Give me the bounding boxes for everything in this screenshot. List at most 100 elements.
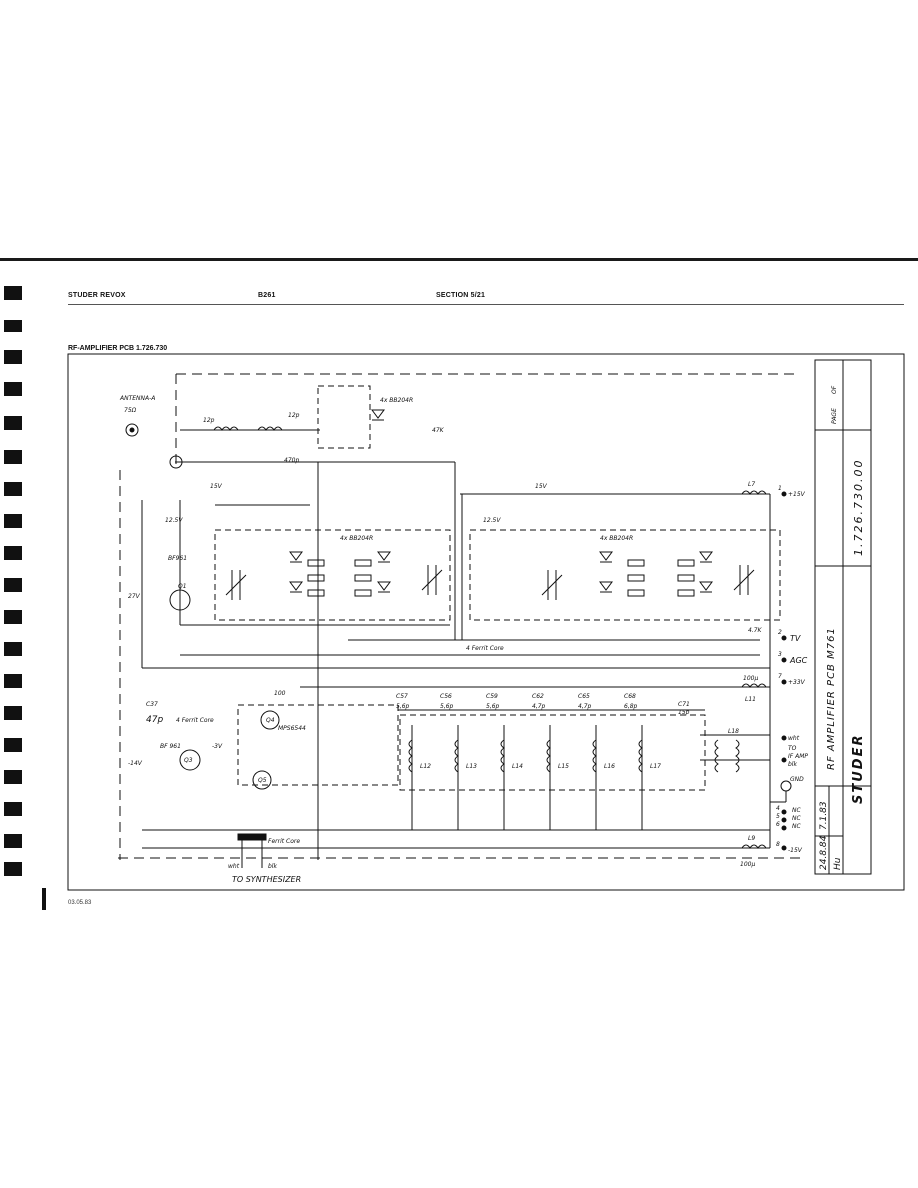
connector-7: 7 — [778, 673, 782, 680]
r-47k: 47K — [432, 427, 445, 434]
blk-label: blk — [788, 761, 797, 768]
binder-hole — [42, 888, 46, 910]
gnd-label: GND — [790, 776, 804, 783]
cap-12p-a: 12p — [203, 417, 215, 424]
scan-border — [0, 258, 918, 261]
q5-label: Q5 — [258, 777, 267, 784]
coil-l16: L16 — [604, 763, 615, 770]
nc-label-3: NC — [792, 823, 801, 830]
binder-hole — [4, 706, 22, 720]
cap-c65-val: 4,7p — [578, 703, 592, 710]
binder-hole — [4, 802, 22, 816]
diodes-label-2: 4x BB204R — [600, 535, 633, 542]
coil-l17: L17 — [650, 763, 661, 770]
connector-3: 3 — [778, 651, 782, 658]
cap-c57-val: 5,6p — [396, 703, 410, 710]
connector-8-label: -15V — [788, 847, 803, 854]
diodes-label-top: 4x BB204R — [380, 397, 413, 404]
binder-hole — [4, 642, 22, 656]
binder-hole — [4, 482, 22, 496]
c37-label: C37 — [146, 701, 158, 708]
connector-1-label: +15V — [788, 491, 806, 498]
connector-2-label: TV — [790, 634, 801, 643]
header-rule — [68, 304, 904, 305]
binder-hole — [4, 450, 22, 464]
v15-label: 15V — [210, 483, 223, 490]
page-label: PAGE — [831, 408, 838, 424]
binder-hole — [4, 514, 22, 528]
revision-initials: Hu — [833, 857, 843, 870]
binder-hole — [4, 610, 22, 624]
uh100-label: 100µ — [743, 675, 758, 682]
cap-c71: C71 — [678, 701, 690, 708]
drawing-title: RF AMPLIFIER PCB M761 — [826, 627, 837, 770]
nc-label-2: NC — [792, 815, 801, 822]
footer-date: 03.05.83 — [68, 900, 92, 906]
coil-l12: L12 — [420, 763, 431, 770]
ferrit-core-label-1: 4 Ferrit Core — [466, 645, 504, 652]
cap-c56: C56 — [440, 693, 452, 700]
cap-c68-val: 6,8p — [624, 703, 638, 710]
binder-hole — [4, 546, 22, 560]
l11-label: L11 — [745, 696, 756, 703]
binder-hole — [4, 770, 22, 784]
to-label: TO — [788, 745, 797, 752]
uh100b-label: 100µ — [740, 861, 755, 868]
connector-2: 2 — [778, 629, 782, 636]
fe-amp-label: IF AMP — [788, 753, 808, 760]
antenna-impedance: 75Ω — [124, 407, 137, 414]
binder-hole — [4, 834, 22, 848]
binder-hole — [4, 416, 22, 430]
binder-hole — [4, 286, 22, 300]
binder-hole — [4, 578, 22, 592]
bf961-label: BF961 — [168, 555, 187, 562]
blk2-label: blk — [268, 863, 277, 870]
cap-c56-val: 5,6p — [440, 703, 454, 710]
connector-3-label: AGC — [789, 656, 808, 665]
binder-hole — [4, 738, 22, 752]
l18-label: L18 — [728, 728, 739, 735]
cap-c62: C62 — [532, 693, 544, 700]
coil-l14: L14 — [512, 763, 523, 770]
ferrit-core-label-2: 4 Ferrit Core — [176, 717, 214, 724]
l9-label: L9 — [748, 835, 755, 842]
header-model: B261 — [258, 292, 276, 299]
revision-date-2: 24.8.84 — [819, 835, 829, 870]
r-100: 100 — [274, 690, 286, 697]
connector-1: 1 — [778, 485, 782, 492]
coil-l13: L13 — [466, 763, 477, 770]
q4-label: Q4 — [266, 717, 275, 724]
connector-4: 4 — [776, 805, 780, 812]
to-synthesizer-label: TO SYNTHESIZER — [232, 875, 301, 884]
c37-value: 47p — [146, 715, 163, 725]
cap-12p-b: 12p — [288, 412, 300, 419]
q3-label: Q3 — [184, 757, 193, 764]
connector-6: 6 — [776, 821, 780, 828]
v12-5b-label: 12.5V — [483, 517, 501, 524]
v-3-label: -3V — [212, 743, 223, 750]
cap-c65: C65 — [578, 693, 590, 700]
coil-l15: L15 — [558, 763, 569, 770]
header-brand: STUDER REVOX — [68, 292, 126, 299]
v27-label: 27V — [128, 593, 141, 600]
company-name: STUDER — [851, 734, 866, 804]
binder-hole — [4, 862, 22, 876]
wht2-label: wht — [228, 863, 240, 870]
connector-8: 8 — [776, 841, 780, 848]
l7-label: L7 — [748, 481, 755, 488]
connector-5: 5 — [776, 813, 780, 820]
cap-c68: C68 — [624, 693, 636, 700]
cap-c62-val: 4,7p — [532, 703, 546, 710]
diodes-label-1: 4x BB204R — [340, 535, 373, 542]
q1-label: Q1 — [178, 583, 187, 590]
binder-hole — [4, 350, 22, 364]
cap-c59: C59 — [486, 693, 498, 700]
v-14-label: -14V — [128, 760, 143, 767]
drawing-frame — [67, 353, 905, 891]
antenna-label: ANTENNA-A — [119, 395, 155, 402]
of-label: OF — [831, 385, 838, 394]
mps-label: MPS6544 — [278, 725, 306, 732]
nc-label-1: NC — [792, 807, 801, 814]
wht-label: wht — [788, 735, 800, 742]
binder-hole — [4, 674, 22, 688]
